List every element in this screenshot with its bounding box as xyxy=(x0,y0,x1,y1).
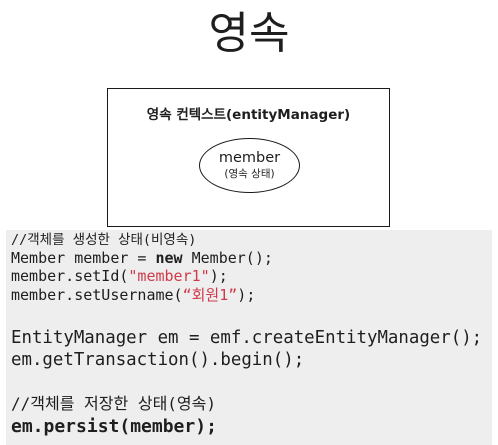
code-keyword-new: new xyxy=(155,249,183,267)
entity-state: (영속 상태) xyxy=(224,168,275,180)
code-line-new-member: Member member = new Member(); xyxy=(11,249,273,267)
code-line-set-username: member.setUsername(“회원1”); xyxy=(11,286,255,304)
code-line-transaction-begin: em.getTransaction().begin(); xyxy=(11,350,305,370)
code-text: member.setId( xyxy=(11,267,129,285)
code-line-entity-manager: EntityManager em = emf.createEntityManag… xyxy=(11,328,483,348)
persistence-context-label: 영속 컨텍스트(entityManager) xyxy=(146,107,351,123)
code-comment-create: //객체를 생성한 상태(비영속) xyxy=(11,232,197,248)
code-comment-persist: //객체를 저장한 상태(영속) xyxy=(11,394,216,413)
code-block: //객체를 생성한 상태(비영속) Member member = new Me… xyxy=(6,230,492,445)
code-text: member.setUsername( xyxy=(11,286,183,304)
code-text: Member member = xyxy=(11,249,156,267)
code-text: ); xyxy=(237,286,256,304)
code-string-literal: “회원1” xyxy=(182,286,238,304)
code-text: ); xyxy=(209,267,228,285)
persistence-context-box: 영속 컨텍스트(entityManager) member (영속 상태) xyxy=(107,88,390,227)
code-line-persist: em.persist(member); xyxy=(11,416,217,437)
code-line-set-id: member.setId("member1"); xyxy=(11,267,228,285)
entity-name: member xyxy=(218,150,281,166)
entity-ellipse: member (영속 상태) xyxy=(199,138,300,193)
code-string-literal: "member1" xyxy=(128,267,210,285)
slide-title: 영속 xyxy=(208,8,290,59)
code-text: Member(); xyxy=(182,249,273,267)
